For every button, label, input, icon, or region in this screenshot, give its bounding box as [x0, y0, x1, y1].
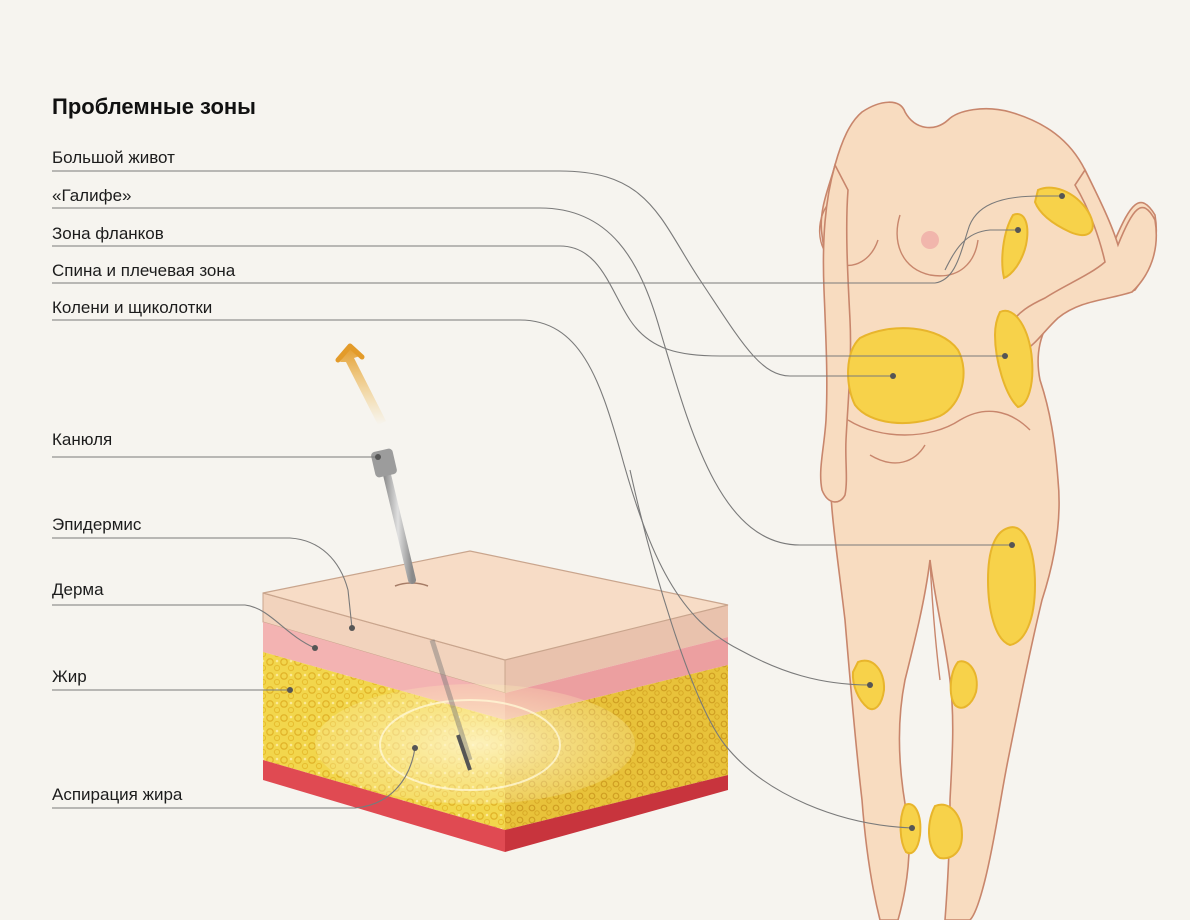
skin-layer-leaders [52, 454, 418, 809]
arrow-up-icon [340, 346, 386, 425]
fat-zone-flank [993, 309, 1034, 409]
fat-zone-right-ankle [928, 803, 964, 860]
label-back-shoulder: Спина и плечевая зона [52, 261, 236, 280]
label-flanks: Зона фланков [52, 224, 164, 243]
problem-zone-labels: Большой живот «Галифе» Зона фланков Спин… [52, 148, 236, 317]
label-big-belly: Большой живот [52, 148, 175, 167]
label-epidermis: Эпидермис [52, 515, 142, 534]
skin-layers-block [262, 550, 729, 852]
female-body-figure [818, 101, 1158, 920]
skin-layer-labels: Канюля Эпидермис Дерма Жир Аспирация жир… [52, 430, 183, 804]
problem-zone-leaders [52, 170, 1065, 831]
label-knees-ankles: Колени и щиколотки [52, 298, 212, 317]
label-galife: «Галифе» [52, 186, 131, 205]
fat-zone-belly [847, 327, 965, 425]
label-dermis: Дерма [52, 580, 104, 599]
fat-zone-upper-arm [1033, 186, 1094, 237]
fat-zone-thigh [986, 526, 1037, 647]
label-fat-aspiration: Аспирация жира [52, 785, 183, 804]
page-title: Проблемные зоны [52, 94, 256, 119]
fat-zone-right-knee [949, 660, 978, 709]
label-fat: Жир [52, 667, 87, 686]
label-cannula: Канюля [52, 430, 112, 449]
